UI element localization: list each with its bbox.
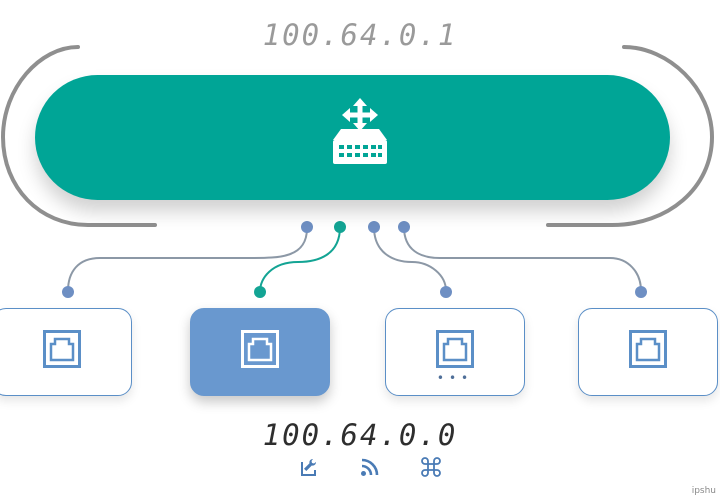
network-ip: 100.64.0.0 — [262, 418, 458, 452]
frame-right-bracket — [546, 45, 715, 227]
ethernet-port-icon — [43, 330, 81, 368]
wrench-icon[interactable] — [298, 456, 320, 478]
port-status-dots: ••• — [436, 371, 474, 385]
port-dot-3 — [440, 286, 452, 298]
port-card-1[interactable] — [0, 308, 132, 396]
port-card-2[interactable] — [190, 308, 330, 396]
uplink-dot-1 — [301, 221, 313, 233]
footer-icon-bar — [0, 456, 720, 480]
port-card-3[interactable]: ••• — [385, 308, 525, 396]
ethernet-port-icon — [436, 330, 474, 368]
wireless-icon[interactable] — [359, 456, 381, 478]
ethernet-port-icon — [629, 330, 667, 368]
link-port-3 — [373, 226, 447, 292]
router-switch-icon — [333, 98, 387, 164]
link-port-1 — [67, 227, 308, 292]
link-port-4 — [403, 226, 642, 292]
watermark: ipshu — [691, 486, 716, 496]
uplink-dot-2 — [334, 221, 346, 233]
port-dot-1 — [62, 286, 74, 298]
frame-left-bracket — [0, 45, 157, 227]
ethernet-port-icon — [241, 330, 279, 368]
uplink-dot-3 — [368, 221, 380, 233]
command-icon[interactable] — [420, 456, 442, 478]
port-dot-4 — [635, 286, 647, 298]
uplink-dot-4 — [398, 221, 410, 233]
link-port-2 — [259, 226, 341, 293]
gateway-ip: 100.64.0.1 — [262, 18, 458, 52]
port-dot-2 — [254, 286, 266, 298]
port-card-4[interactable] — [578, 308, 718, 396]
